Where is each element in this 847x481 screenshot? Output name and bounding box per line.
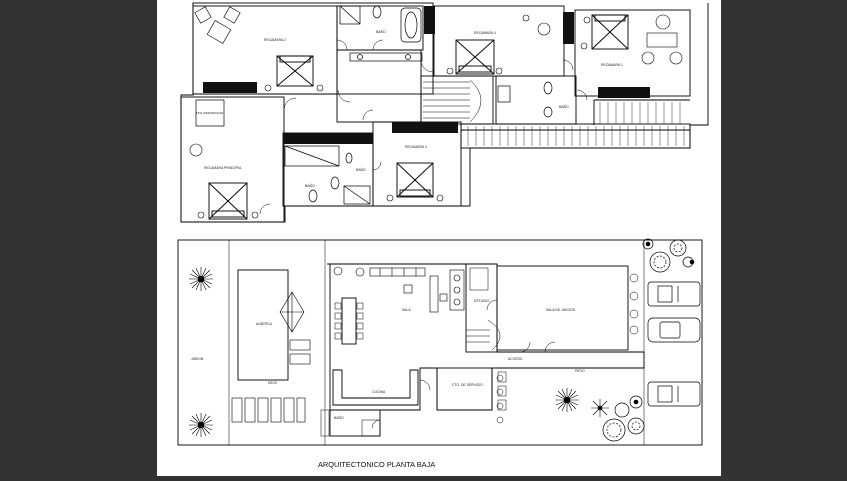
furniture xyxy=(189,6,683,219)
recamara-principal-wall xyxy=(180,96,285,223)
bed xyxy=(396,162,434,198)
room-label-recamara-1: RECAMARA 1 xyxy=(601,63,623,67)
ground-door-swings xyxy=(371,299,556,429)
hall-wall xyxy=(336,49,422,123)
bathroom-fixtures xyxy=(195,5,553,205)
ground-floor-plan xyxy=(177,239,703,446)
upper-floor-plan xyxy=(180,2,709,223)
bed xyxy=(455,39,495,75)
terrace-wall xyxy=(460,123,691,149)
lot-boundary xyxy=(177,239,703,446)
stair-upper xyxy=(423,79,482,123)
closets xyxy=(203,6,650,144)
closet-hatching xyxy=(467,102,685,146)
room-label-recamara-principal: RECAMARA PRINCIPAL xyxy=(204,166,242,170)
room-label-estudio: ESTUDIO xyxy=(474,299,489,303)
floor-plan-drawing: RECAMARA 2 BAÑO RECAMARA 4 RECAMARA 1 BA… xyxy=(177,2,709,469)
stair-ground xyxy=(466,267,501,351)
bano-top-wall xyxy=(336,5,424,51)
upper-floor-labels: RECAMARA 2 BAÑO RECAMARA 4 RECAMARA 1 BA… xyxy=(196,29,623,188)
upper-outer-wall xyxy=(180,3,709,223)
bano-right-wall xyxy=(495,75,577,125)
room-label-sala: SALA xyxy=(402,308,411,312)
stair-wall xyxy=(465,263,498,353)
room-label-recamara-3: RECAMARA 3 xyxy=(405,145,427,149)
shrub xyxy=(602,238,694,442)
bed xyxy=(276,55,314,87)
room-label-recamara-4: RECAMARA 4 xyxy=(474,31,496,35)
room-label-deck: DECK xyxy=(268,381,278,385)
car xyxy=(647,381,701,407)
room-label-bano-center: BAÑO xyxy=(305,183,315,188)
plan-title: ARQUITECTONICO PLANTA BAJA xyxy=(318,460,435,469)
palm xyxy=(633,241,695,405)
tree xyxy=(189,413,213,437)
room-label-alberca: ALBERCA xyxy=(256,322,273,326)
house-walls xyxy=(327,263,645,411)
tree xyxy=(189,267,213,291)
room-label-recamara-2: RECAMARA 2 xyxy=(264,38,286,42)
hedge xyxy=(496,273,639,424)
parking-dividers xyxy=(497,371,507,411)
pool-deck xyxy=(279,291,311,365)
kitchen-counter xyxy=(332,369,419,406)
room-label-jardin: JARDIN xyxy=(191,357,204,361)
room-label-cocina: COCINA xyxy=(372,390,386,394)
sun-loungers xyxy=(231,397,306,423)
fence-blocks xyxy=(320,409,381,437)
room-label-tina-hidromasaje: TINA HIDROMASAJE xyxy=(196,111,223,115)
room-label-patio: PATIO xyxy=(575,369,585,373)
dining-chairs xyxy=(334,302,364,340)
ground-floor-labels: ALBERCA JARDIN DECK SALA COCINA ESTUDIO … xyxy=(191,299,585,420)
room-label-cuarto-de-servicio: CTO. DE SERVICIO xyxy=(452,383,483,387)
room-label-acceso: ACCESO xyxy=(508,357,523,361)
room-label-bano-right: BAÑO xyxy=(559,104,569,109)
estudio-wall xyxy=(436,367,493,411)
car xyxy=(647,317,701,343)
room-label-bano: BAÑO xyxy=(334,415,344,420)
tree xyxy=(555,388,579,412)
room-label-bano-center-2: BAÑO xyxy=(356,167,366,172)
living-sofas xyxy=(333,266,465,313)
floor-plan-sheet: RECAMARA 2 BAÑO RECAMARA 4 RECAMARA 1 BA… xyxy=(157,0,721,476)
recamara-4-wall xyxy=(433,5,565,77)
room-label-sala-de-juegos: SALA DE JUEGOS xyxy=(546,308,576,312)
bano-wall xyxy=(329,409,381,437)
room-label-bano-top: BAÑO xyxy=(376,29,386,34)
recamara-2-wall xyxy=(192,5,338,95)
bed xyxy=(208,182,248,220)
tree xyxy=(591,399,609,417)
door-swings xyxy=(259,39,588,215)
bed xyxy=(591,14,629,50)
dining-table xyxy=(341,297,357,345)
recamara-3-wall xyxy=(372,121,462,207)
car xyxy=(647,281,701,307)
